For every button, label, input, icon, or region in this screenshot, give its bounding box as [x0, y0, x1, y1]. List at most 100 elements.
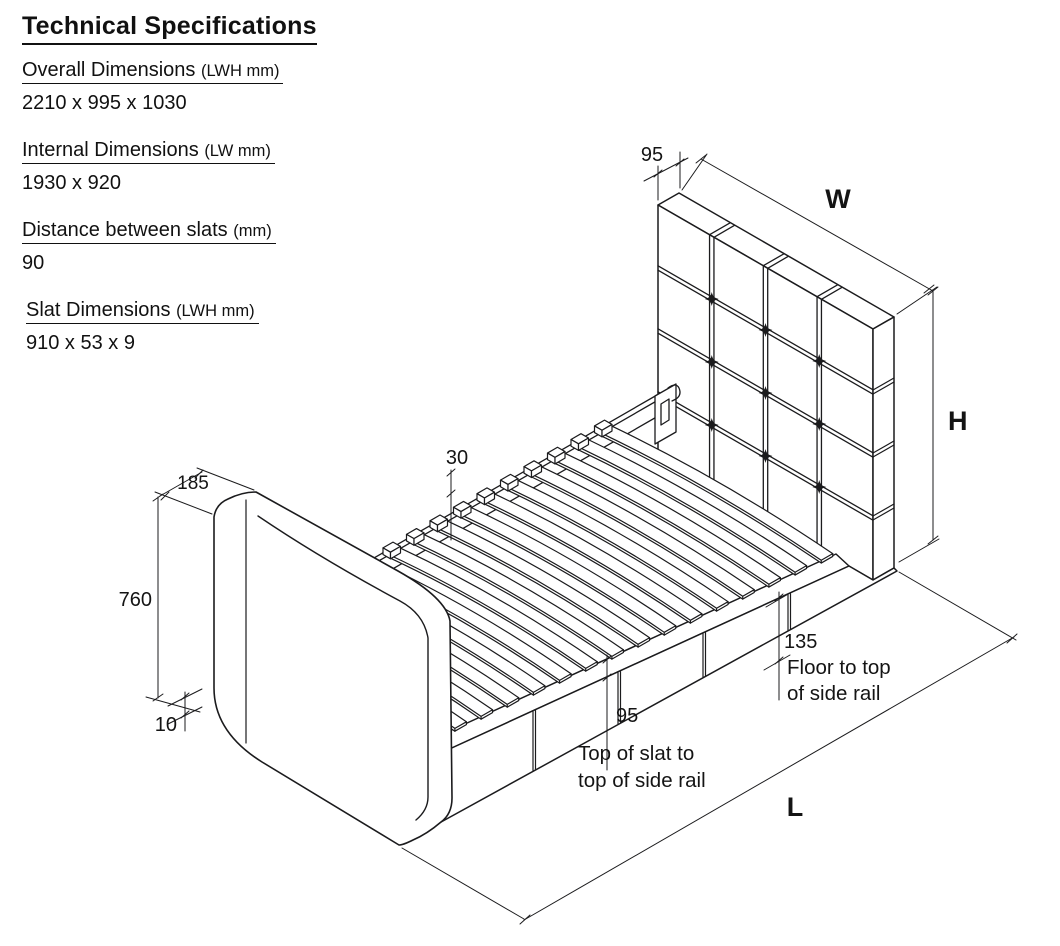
svg-text:30: 30	[446, 447, 468, 469]
spec-internal-dimensions: Internal Dimensions (LW mm) 1930 x 920	[22, 139, 352, 195]
dim-width: W	[681, 153, 938, 315]
slat-end-face	[558, 673, 572, 684]
slat-end-face	[689, 613, 703, 624]
slat-edge	[562, 451, 781, 579]
headboard-right-face	[872, 316, 895, 581]
slat-end-face	[742, 589, 755, 600]
slat-edge	[468, 506, 677, 627]
slat-edge	[445, 519, 651, 639]
tuft-button-icon	[812, 353, 827, 368]
svg-text:135: 135	[784, 631, 817, 653]
spec-label: Overall Dimensions (LWH mm)	[22, 59, 284, 84]
slat-edge	[457, 512, 665, 633]
spec-slat-dimensions: Slat Dimensions (LWH mm) 910 x 53 x 9	[22, 299, 352, 355]
slat-edge	[539, 465, 755, 591]
slat-end-face	[611, 649, 624, 660]
side-rail-panel-seams	[532, 593, 792, 772]
slat-thickness-edge	[574, 447, 796, 576]
page-title: Technical Specifications	[22, 12, 317, 45]
slat-cap	[413, 532, 425, 546]
tuft-button-icon	[812, 416, 827, 431]
spec-value: 910 x 53 x 9	[26, 332, 135, 354]
slat-thickness-edge	[457, 515, 665, 636]
svg-text:top of side rail: top of side rail	[578, 769, 706, 792]
slat-edge	[609, 424, 834, 555]
dim-floor-to-rail: 135 Floor to top of side rail	[763, 591, 891, 705]
slat-cap	[483, 491, 496, 506]
tuft-button-icon	[704, 417, 719, 432]
spec-value: 90	[22, 252, 45, 274]
slat-cap	[460, 505, 472, 519]
dim-length: L	[401, 571, 1018, 925]
slat-end-face	[715, 601, 729, 612]
slat-edge	[480, 499, 691, 621]
slat-cap	[507, 478, 519, 492]
svg-text:W: W	[825, 184, 851, 214]
svg-text:95: 95	[641, 144, 663, 166]
slat-cap	[389, 545, 402, 560]
slat-end-face	[454, 721, 467, 732]
slat-end-face	[506, 697, 520, 708]
slat-edge	[586, 438, 808, 567]
slat-edge	[527, 472, 744, 597]
spec-label: Internal Dimensions (LW mm)	[22, 139, 275, 164]
dim-footboard-depth: 185	[154, 467, 255, 515]
slat-edge	[433, 526, 639, 645]
spec-sheet: Technical Specifications Overall Dimensi…	[22, 12, 352, 379]
slat-edge	[492, 492, 703, 615]
svg-text:760: 760	[119, 589, 152, 611]
slat-end-face	[585, 661, 598, 672]
slat-edge	[598, 431, 822, 561]
headboard-tufting-grid	[657, 222, 895, 551]
spec-slat-distance: Distance between slats (mm) 90	[22, 219, 352, 275]
headboard-bracket-hook	[667, 384, 681, 402]
tuft-button-icon	[812, 479, 827, 494]
slat-thickness-edge	[598, 434, 822, 564]
slat-end-face	[663, 625, 677, 636]
slat-thickness-edge	[410, 542, 613, 660]
dimension-annotations: 95 W H 185	[119, 144, 1018, 925]
slat-edge	[421, 533, 624, 651]
spec-value: 1930 x 920	[22, 172, 121, 194]
slat-end-face	[532, 685, 546, 696]
tuft-button-icon	[758, 385, 773, 400]
slat-cap	[601, 423, 613, 438]
slat-edge	[386, 553, 587, 669]
slat-end-face	[768, 577, 781, 588]
slat-cap	[577, 437, 590, 451]
svg-text:of side rail: of side rail	[787, 682, 880, 705]
footboard	[213, 491, 453, 846]
svg-text:L: L	[787, 792, 804, 822]
slat-cap	[530, 464, 543, 479]
slat-thickness-edge	[386, 556, 587, 672]
headboard-bracket-slot	[660, 398, 670, 426]
slat-thickness-edge	[480, 502, 691, 624]
svg-text:185: 185	[177, 473, 209, 494]
spec-label: Distance between slats (mm)	[22, 219, 276, 244]
footboard-silhouette	[213, 491, 453, 846]
slat-edge	[410, 539, 613, 657]
slat-edge	[551, 458, 770, 585]
tuft-button-icon	[758, 448, 773, 463]
svg-text:Floor to top: Floor to top	[787, 656, 891, 679]
slat-thickness-edge	[527, 474, 744, 600]
slat-thickness-edge	[433, 529, 639, 648]
svg-text:95: 95	[616, 705, 638, 727]
slat-cap	[436, 518, 449, 533]
tuft-button-icon	[758, 322, 773, 337]
slat-end-face	[820, 553, 834, 564]
slat-end-face	[637, 637, 651, 648]
slat-thickness-edge	[504, 488, 718, 612]
dim-slat-cap-height: 30	[446, 447, 468, 541]
dim-floor-gap: 10	[155, 688, 203, 736]
slat-thickness-edge	[551, 461, 770, 588]
tuft-button-icon	[704, 354, 719, 369]
slat-edge	[504, 485, 718, 609]
slat-edge	[398, 546, 598, 663]
side-rail	[429, 553, 898, 828]
svg-text:Top of slat to: Top of slat to	[578, 742, 694, 765]
footboard-inner-edge	[257, 515, 429, 821]
dim-height: H	[898, 286, 968, 563]
slat-end-face	[480, 709, 494, 720]
